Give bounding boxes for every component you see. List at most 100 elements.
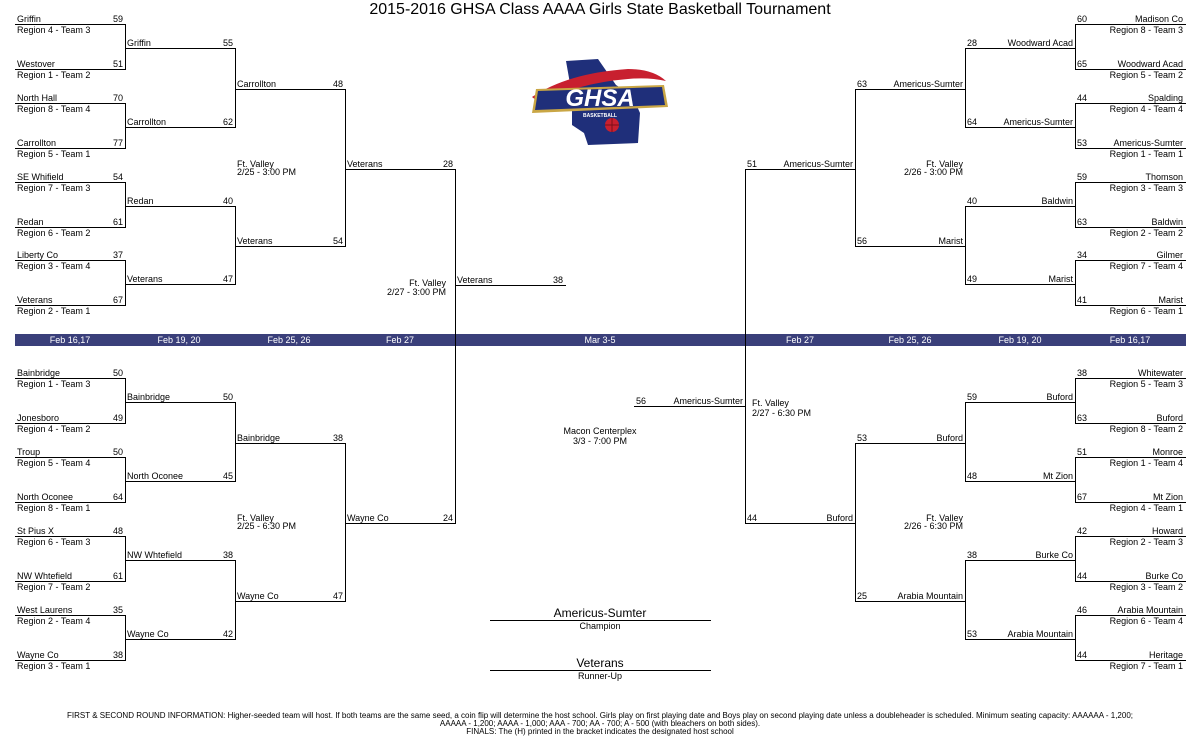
bracket-line [125,48,236,49]
team-region: Region 7 - Team 1 [1109,661,1183,671]
team-region: Region 3 - Team 3 [1109,183,1183,193]
ghsa-logo: GHSA BASKETBALL [528,55,673,150]
team-region: Region 8 - Team 1 [17,503,91,513]
champion-name: Americus-Sumter [553,606,647,620]
round-date-label: Feb 16,17 [1109,335,1151,345]
bracket-line [15,103,126,104]
venue-time: 2/25 - 3:00 PM [237,167,297,177]
venue-label: Ft. Valley [752,398,789,408]
ghsa-georgia-map-logo-icon: GHSA BASKETBALL [532,59,668,145]
bracket-line [965,639,1076,640]
team-score: 48 [332,79,343,89]
bracket-line [1075,378,1186,379]
bracket-line [125,378,126,424]
team-score: 54 [112,172,123,182]
venue-time: 2/26 - 6:30 PM [903,521,963,531]
bracket-line [15,24,126,25]
footnote-line: AAAAA - 1,200; AAAA - 1,000; AAA - 700; … [439,719,761,728]
team-score: 64 [112,492,123,502]
venue-time: 2/25 - 6:30 PM [237,521,297,531]
bracket-line [235,48,236,128]
team-name: Madison Co [1134,14,1183,24]
team-name: Burke Co [1035,550,1073,560]
finals-time: 3/3 - 7:00 PM [572,436,628,446]
bracket-line [855,89,856,247]
team-name: Redan [17,217,44,227]
team-score: 49 [112,413,123,423]
bracket-line [15,660,126,661]
team-score: 61 [112,217,123,227]
bracket-line [965,560,1076,561]
bracket-line [15,615,126,616]
bracket-line [1075,423,1186,424]
page-title: 2015-2016 GHSA Class AAAA Girls State Ba… [369,1,831,18]
bracket-line [745,169,856,170]
team-name: Baldwin [1151,217,1183,227]
team-name: Arabia Mountain [1007,629,1073,639]
bracket-line [125,615,126,661]
runner-up-name: Veterans [576,656,624,670]
bracket-line [1075,103,1076,149]
team-score: 40 [967,196,978,206]
bracket-line [235,89,346,90]
round-date-label: Feb 25, 26 [267,335,311,345]
bracket-line [1075,615,1076,661]
bracket-line [965,48,1076,49]
team-score: 25 [857,591,868,601]
bracket-line [745,169,746,524]
team-score: 28 [442,159,453,169]
round-date-label: Feb 25, 26 [888,335,932,345]
bracket-line [1075,182,1076,228]
team-score: 53 [967,629,978,639]
team-name: Liberty Co [17,250,59,260]
bracket-line [855,89,966,90]
bracket-line [15,502,126,503]
team-name: Buford [1156,413,1183,423]
bracket-line [855,443,856,602]
team-region: Region 5 - Team 1 [17,149,91,159]
finals-venue: Macon Centerplex [563,426,637,436]
team-region: Region 4 - Team 3 [17,25,91,35]
team-name: Marist [1048,274,1074,284]
team-region: Region 2 - Team 1 [17,306,91,316]
team-region: Region 6 - Team 3 [17,537,91,547]
team-score: 60 [1077,14,1088,24]
bracket-line [345,523,456,524]
team-name: Veterans [237,236,273,246]
team-name: North Hall [17,93,58,103]
team-name: NW Whtefield [127,550,183,560]
bracket-line [1075,502,1186,503]
bracket-line [855,601,966,602]
bracket-line [125,481,236,482]
bracket-line [1075,457,1076,503]
team-name: Redan [127,196,154,206]
team-region: Region 1 - Team 4 [1109,458,1183,468]
team-region: Region 1 - Team 2 [17,70,91,80]
bracket-line [965,127,1076,128]
team-score: 47 [222,274,233,284]
bracket-line [125,284,236,285]
team-score: 44 [747,513,758,523]
bracket-line [634,406,746,407]
team-name: Veterans [347,159,383,169]
runner-up-line [490,670,711,671]
team-region: Region 3 - Team 2 [1109,582,1183,592]
bracket-line [965,206,1076,207]
bracket-line [965,481,1076,482]
team-name: Carrollton [237,79,277,89]
round-date-label: Feb 19, 20 [157,335,201,345]
team-score: 67 [1077,492,1088,502]
round-date-label: Feb 19, 20 [998,335,1042,345]
team-name: West Laurens [17,605,73,615]
bracket-line [345,169,456,170]
team-region: Region 3 - Team 4 [17,261,91,271]
team-region: Region 6 - Team 4 [1109,616,1183,626]
venue-label: Ft. Valley [926,159,963,169]
team-score: 38 [552,275,563,285]
team-name: Veterans [17,295,53,305]
team-name: Thomson [1145,172,1183,182]
bracket-line [15,148,126,149]
team-name: Mt Zion [1152,492,1183,502]
team-score: 59 [112,14,123,24]
